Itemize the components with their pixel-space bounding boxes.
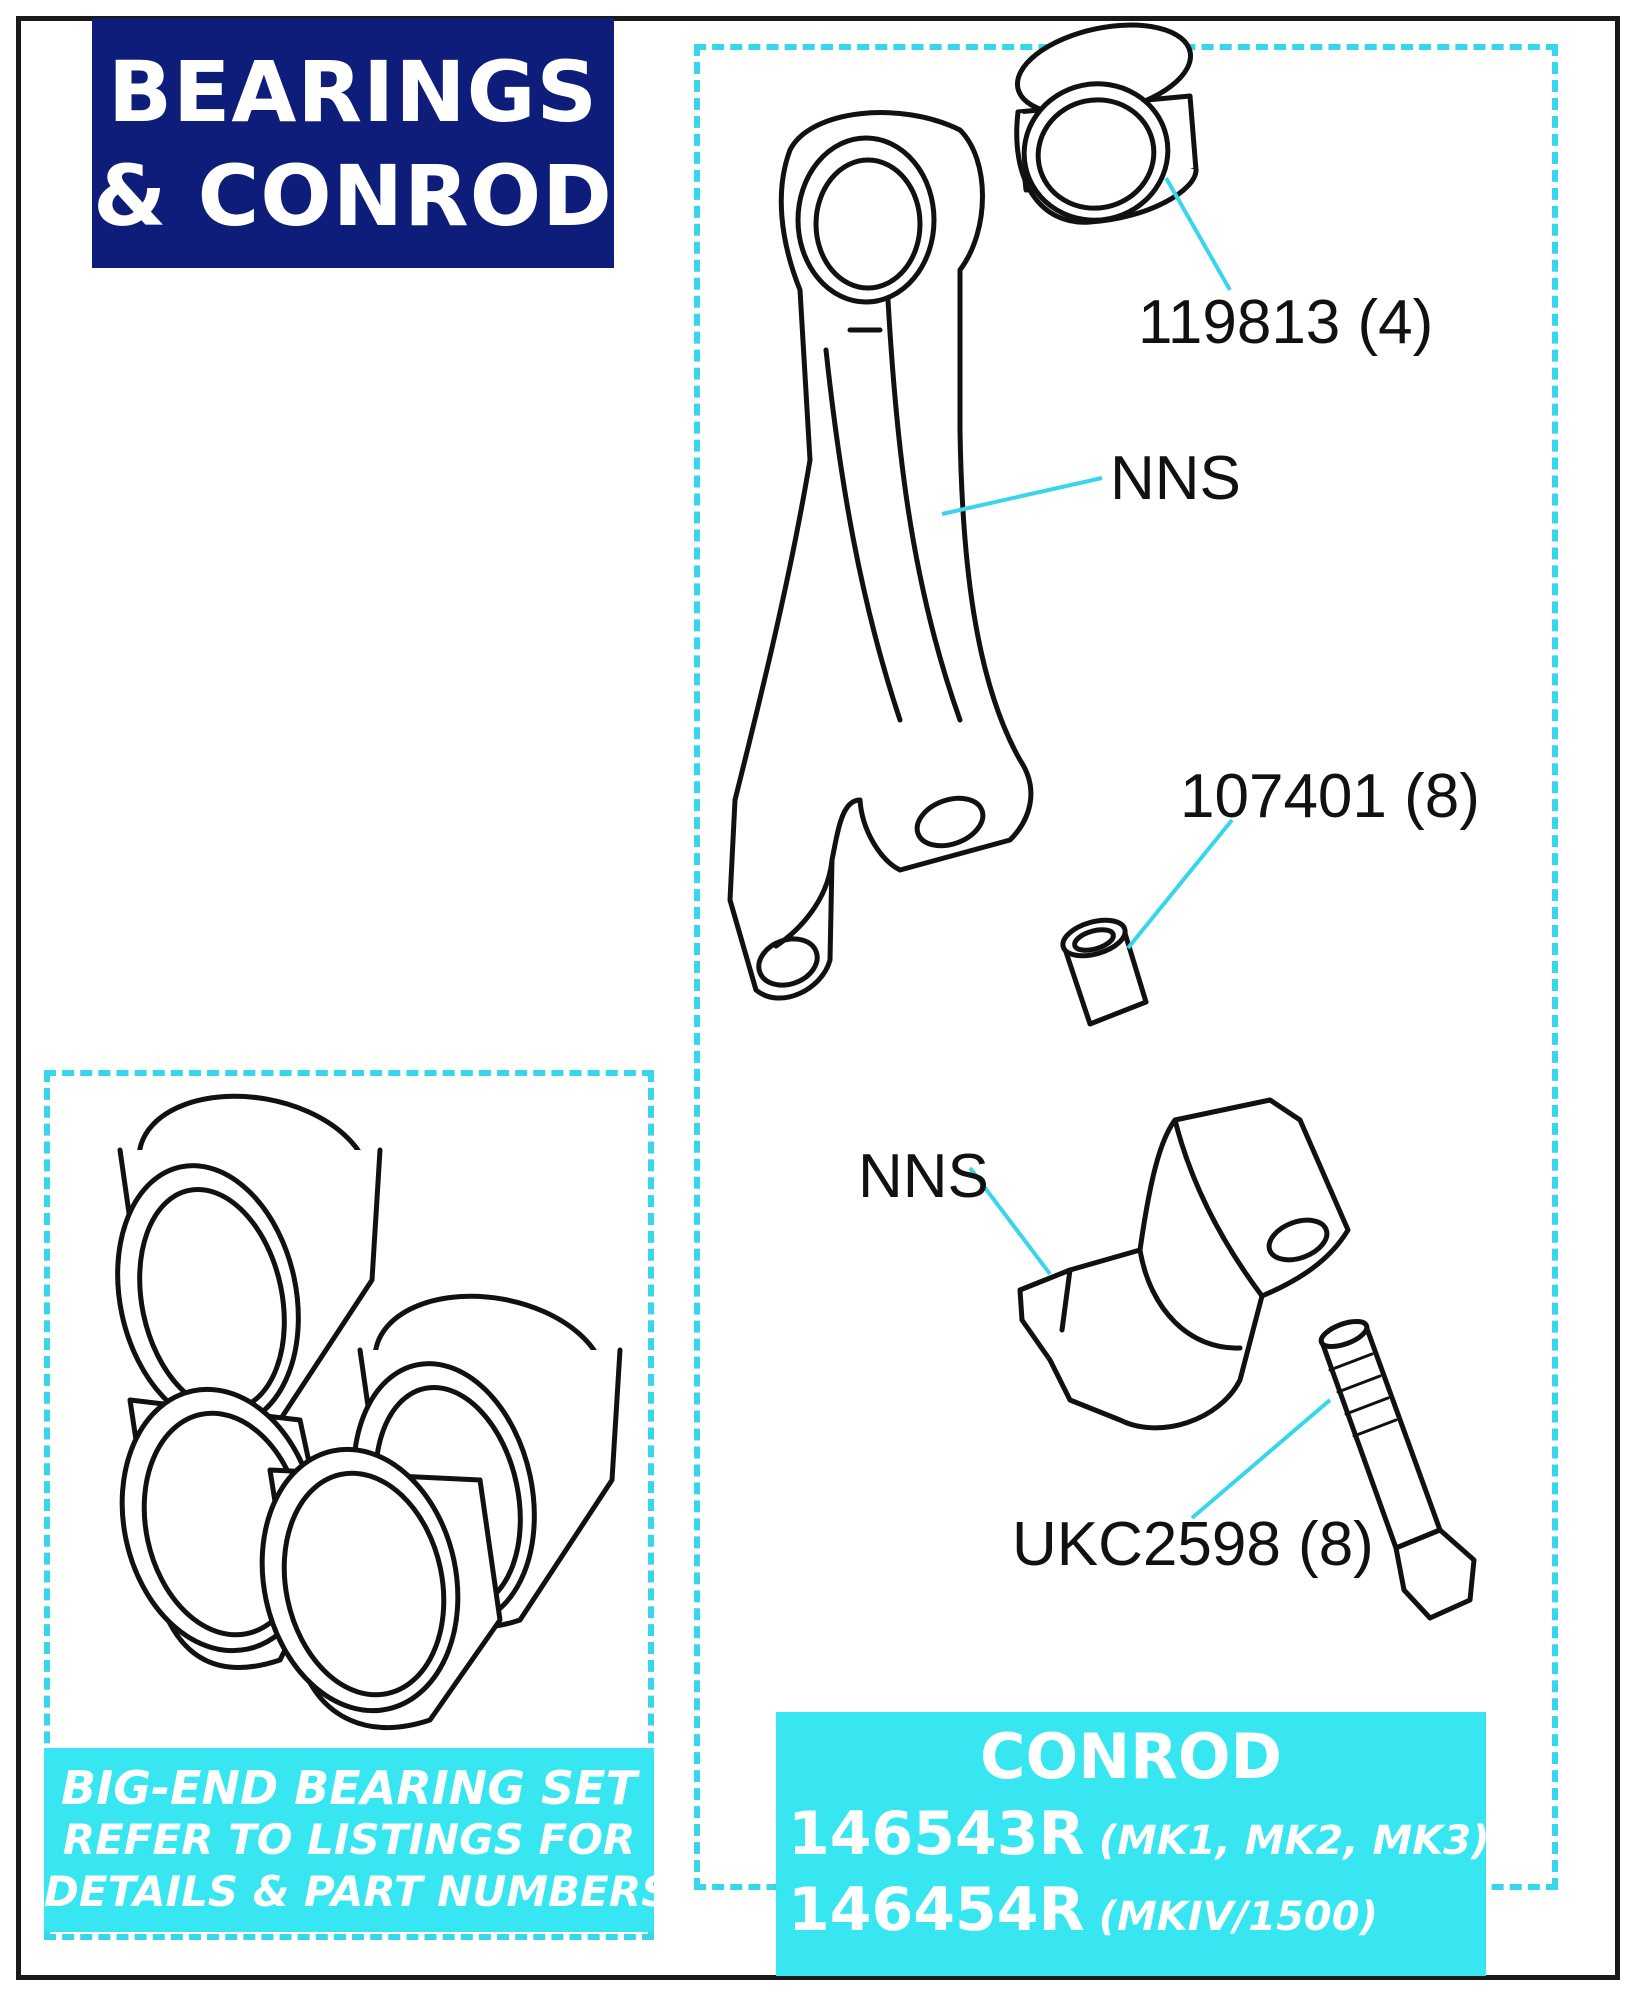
small-end-bush-illustration — [1014, 22, 1199, 225]
bearing-box-line-1: BIG-END BEARING SET — [61, 1761, 637, 1815]
outer-frame — [16, 16, 1620, 1980]
bolt-illustration — [1318, 1319, 1477, 1621]
title-line-2: & CONROD — [93, 147, 613, 245]
conrod-part-number: 146454R — [788, 1875, 1085, 1945]
bearing-box-line-2: REFER TO LISTINGS FOR — [62, 1815, 636, 1864]
conrod-part-note: (MK1, MK2, MK3) — [1098, 1818, 1490, 1864]
conrod-part-line: 146543R(MK1, MK2, MK3) — [788, 1804, 1489, 1864]
bearing-group-outline — [44, 1070, 654, 1940]
conrod-part-line: 146454R(MKIV/1500) — [788, 1880, 1378, 1940]
callout-conrod-cap: NNS — [858, 1142, 989, 1211]
conrod-part-box: CONROD 146543R(MK1, MK2, MK3) 146454R(MK… — [776, 1712, 1489, 1976]
callout-conrod-rod: NNS — [1110, 444, 1241, 513]
dowel-illustration — [1060, 917, 1149, 1027]
conrod-cap-illustration — [1017, 1097, 1351, 1431]
conrod-box-title: CONROD — [979, 1720, 1282, 1793]
conrod-rod-illustration — [727, 110, 1034, 1001]
bearing-set-box: BIG-END BEARING SET REFER TO LISTINGS FO… — [44, 1748, 672, 1932]
leader-conrod-cap — [968, 1166, 1052, 1276]
bearing-box-line-3: DETAILS & PART NUMBERS — [44, 1867, 672, 1916]
conrod-part-number: 146543R — [788, 1799, 1085, 1869]
leader-conrod-rod — [941, 476, 1103, 516]
title-line-1: BEARINGS — [107, 43, 599, 141]
callout-small-end-bush: 119813 (4) — [1138, 288, 1434, 357]
leader-dowel — [1126, 818, 1234, 950]
page-title: BEARINGS & CONROD — [92, 18, 614, 268]
leader-bolt — [1190, 1398, 1332, 1520]
leader-small-end-bush — [1164, 177, 1232, 291]
bearing-set-illustration — [115, 1093, 623, 1730]
conrod-part-note: (MKIV/1500) — [1098, 1894, 1378, 1940]
callout-bolt: UKC2598 (8) — [1012, 1510, 1374, 1579]
callout-dowel: 107401 (8) — [1180, 762, 1480, 831]
